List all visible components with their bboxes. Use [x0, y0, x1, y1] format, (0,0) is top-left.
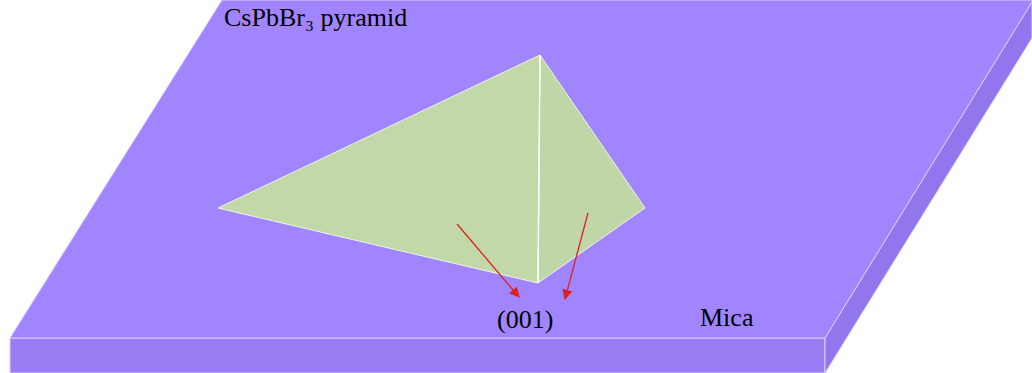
facet-arrow — [457, 224, 519, 297]
facet-label: (001) — [497, 306, 553, 335]
pyramid-left-face — [218, 55, 540, 283]
facet-arrow — [565, 213, 588, 299]
pyramid-right-face — [538, 55, 645, 283]
mica-front-face — [10, 338, 825, 373]
substrate-label: Mica — [700, 304, 753, 333]
pyramid-label: CsPbBr₃ pyramid — [224, 4, 407, 33]
pyramid-edge — [538, 55, 540, 283]
mica-top-face — [10, 0, 1032, 338]
